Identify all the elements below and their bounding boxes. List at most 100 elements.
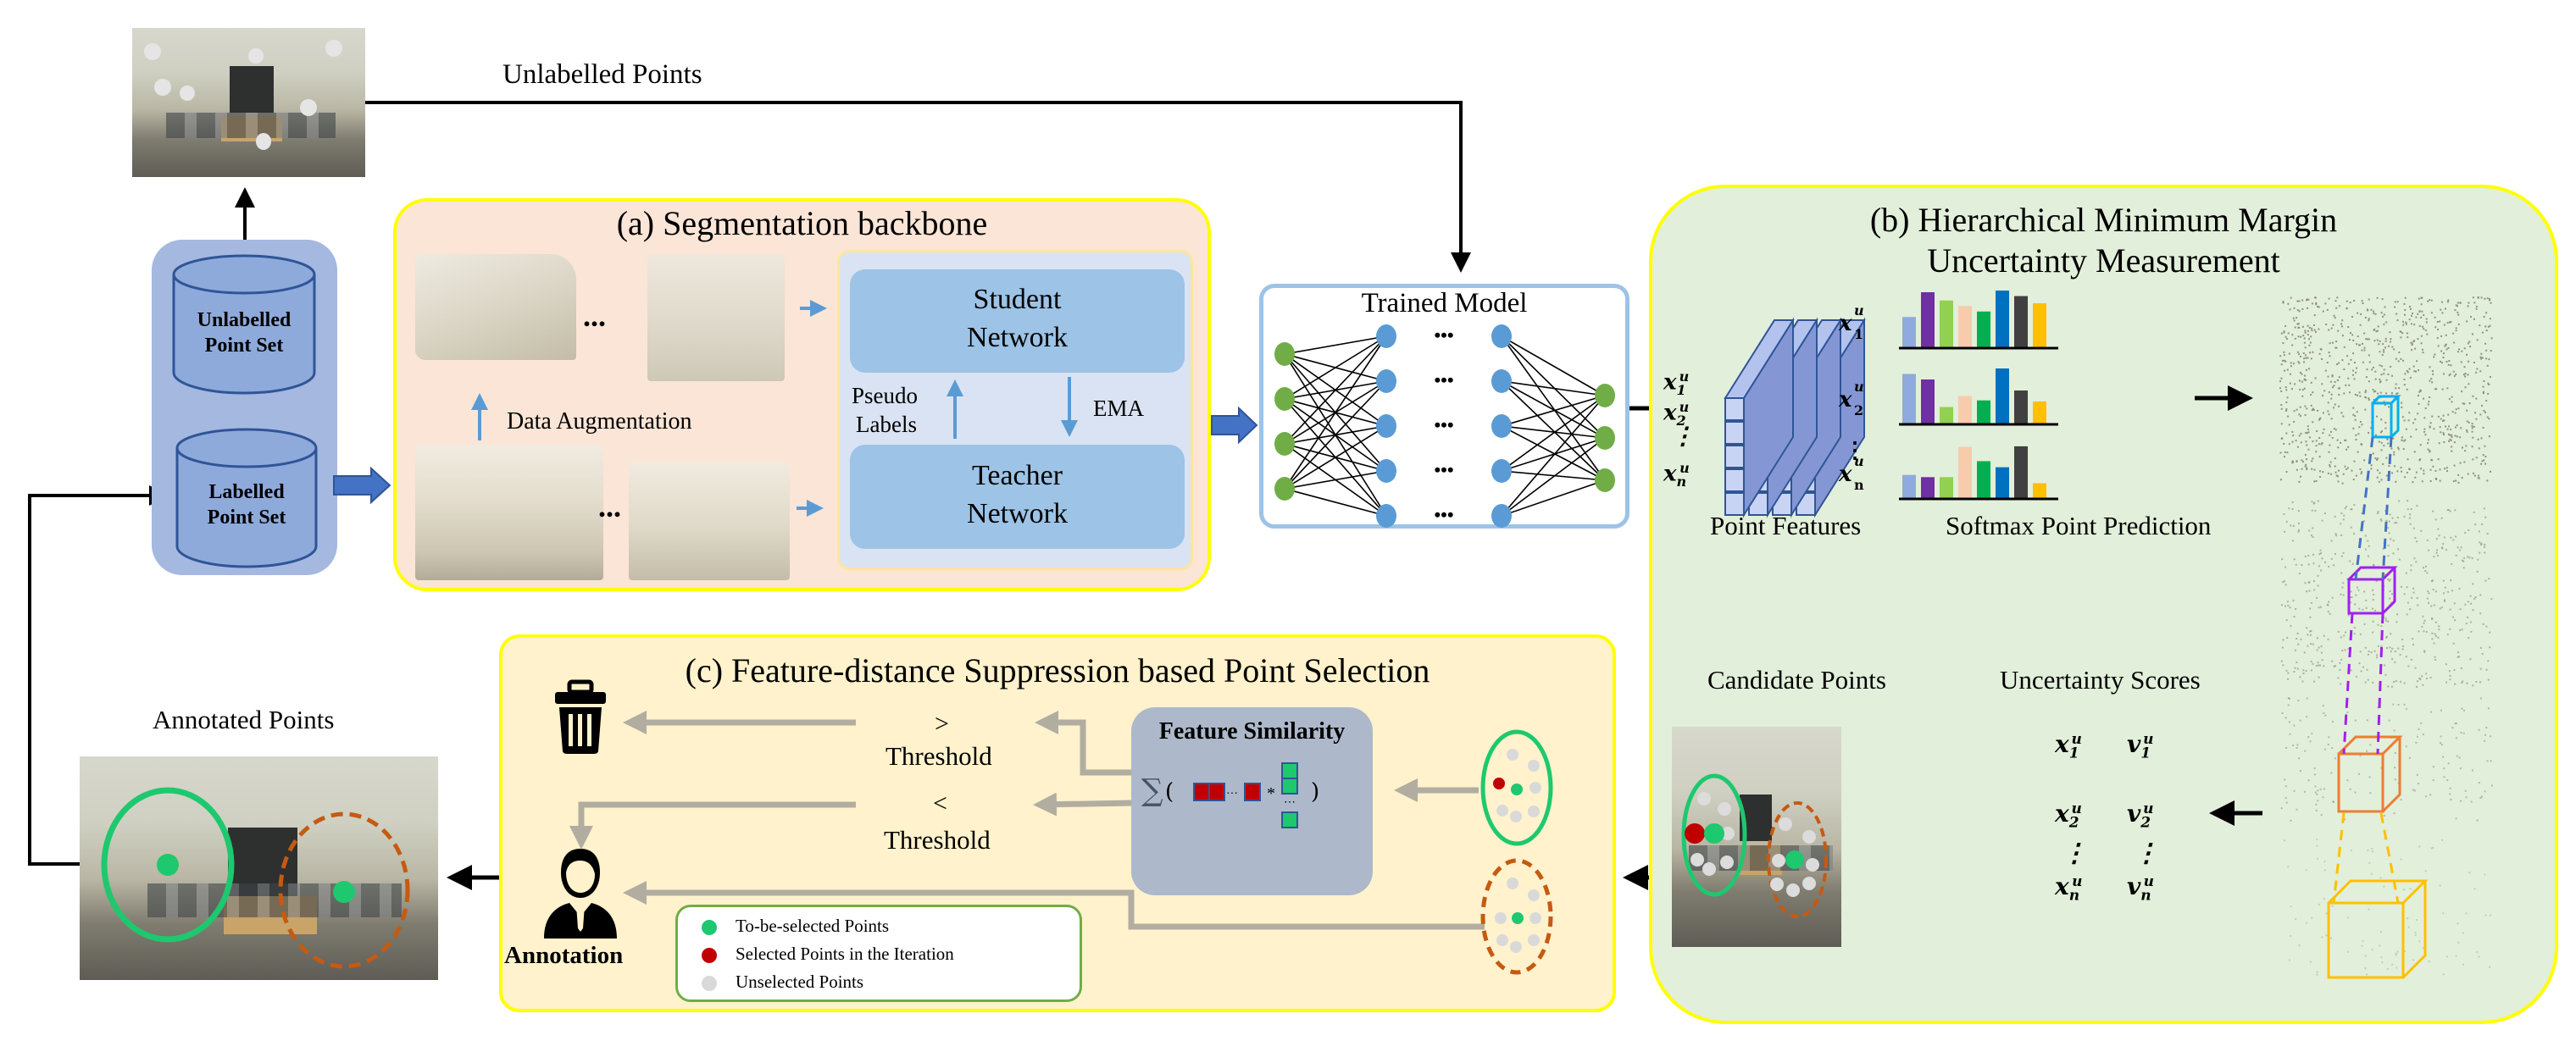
cloud-point: [2388, 520, 2390, 523]
cloud-point: [2457, 922, 2459, 925]
cloud-point: [2439, 360, 2441, 363]
teacher-network-box[interactable]: [850, 445, 1185, 549]
cloud-point: [2321, 442, 2323, 445]
cloud-point: [2418, 845, 2421, 848]
cloud-point: [2354, 415, 2357, 418]
cloud-point: [2445, 663, 2447, 666]
cloud-point: [2457, 302, 2459, 304]
cloud-point: [2488, 578, 2490, 580]
cloud-point: [2425, 321, 2428, 324]
cloud-point: [2437, 636, 2440, 639]
cloud-point: [2319, 549, 2322, 551]
cloud-point: [2483, 379, 2485, 382]
input-node: [1274, 342, 1295, 366]
svg-text:⋯: ⋯: [1284, 796, 1296, 809]
cloud-point: [2374, 457, 2377, 460]
cloud-point: [2412, 644, 2414, 646]
cloud-point: [2426, 572, 2429, 574]
cloud-point: [2289, 606, 2291, 609]
cloud-point: [2285, 338, 2288, 341]
cloud-point: [2285, 360, 2287, 363]
cloud-point: [2371, 607, 2373, 610]
cloud-point: [2323, 428, 2325, 430]
cloud-point: [2313, 468, 2316, 471]
cloud-point: [2318, 436, 2321, 439]
cloud-point: [2455, 304, 2457, 307]
cloud-point: [2301, 468, 2303, 470]
cloud-point: [2410, 569, 2412, 572]
cloud-point: [2394, 301, 2396, 303]
cloud-point: [2417, 604, 2419, 606]
cloud-point: [2285, 520, 2288, 523]
point-legend: To-be-selected Points Selected Points in…: [675, 905, 1082, 1002]
cloud-point: [2480, 795, 2483, 798]
level1-cube: [2371, 395, 2401, 439]
cloud-point: [2425, 318, 2428, 320]
cloud-point: [2309, 740, 2312, 743]
cloud-point: [2279, 451, 2282, 454]
softmax-bar: [1977, 311, 1990, 347]
cloud-point: [2441, 312, 2444, 314]
cloud-point: [2357, 335, 2359, 338]
cloud-point: [2451, 436, 2453, 439]
cloud-point: [2430, 378, 2433, 380]
cloud-point: [2432, 465, 2434, 468]
cloud-point: [2473, 302, 2476, 304]
cloud-point: [2412, 587, 2415, 590]
cloud-point: [2360, 313, 2362, 315]
cloud-point: [2414, 667, 2417, 669]
cloud-point: [2408, 468, 2411, 470]
cloud-point: [2396, 966, 2398, 969]
cloud-point: [2328, 565, 2330, 568]
cloud-point: [2378, 343, 2380, 346]
cloud-point: [2465, 445, 2468, 447]
cloud-point: [2417, 413, 2419, 415]
cloud-point: [2466, 420, 2468, 423]
cloud-point: [2301, 380, 2303, 383]
cloud-point: [2484, 342, 2487, 345]
cloud-point: [2430, 847, 2433, 850]
cloud-point: [2364, 548, 2367, 551]
cloud-point: [2288, 959, 2290, 961]
cloud-point: [2486, 297, 2489, 300]
cloud-point: [2406, 388, 2408, 390]
cloud-point: [2361, 512, 2363, 515]
cloud-point: [2335, 341, 2338, 343]
less-than-symbol: <: [933, 789, 947, 817]
cloud-point: [2452, 539, 2455, 541]
cloud-point: [2346, 448, 2348, 451]
cloud-point: [2310, 404, 2312, 407]
student-network-box[interactable]: [850, 269, 1185, 373]
cloud-point: [2432, 779, 2434, 782]
cloud-point: [2459, 767, 2462, 770]
svg-text:···: ···: [1226, 788, 1238, 800]
cloud-point: [2394, 778, 2396, 781]
cloud-point: [2423, 473, 2425, 475]
cloud-point: [2384, 673, 2387, 676]
cloud-point: [2420, 335, 2423, 337]
cloud-point: [2321, 519, 2323, 522]
cloud-point: [2280, 660, 2283, 662]
cloud-point: [2327, 472, 2329, 474]
cloud-point: [2293, 420, 2296, 423]
cloud-point: [2404, 308, 2407, 311]
cloud-point: [2460, 427, 2462, 429]
cloud-point: [2317, 306, 2319, 308]
cloud-point: [2355, 438, 2357, 440]
cloud-point: [2347, 614, 2350, 617]
cloud-point: [2374, 390, 2377, 392]
cloud-point: [2462, 374, 2465, 376]
cloud-point: [2418, 940, 2421, 943]
cloud-point: [2368, 397, 2370, 400]
cloud-point: [2472, 296, 2474, 299]
cloud-point: [2347, 647, 2350, 650]
cloud-point: [2304, 374, 2307, 377]
cloud-point: [2472, 458, 2474, 461]
cloud-point: [2434, 469, 2437, 472]
cloud-point: [2285, 335, 2287, 338]
cloud-point: [2322, 471, 2324, 473]
cloud-point: [2415, 741, 2418, 744]
cloud-point: [2307, 554, 2310, 556]
cloud-point: [2280, 332, 2283, 335]
cloud-point: [2372, 631, 2374, 634]
